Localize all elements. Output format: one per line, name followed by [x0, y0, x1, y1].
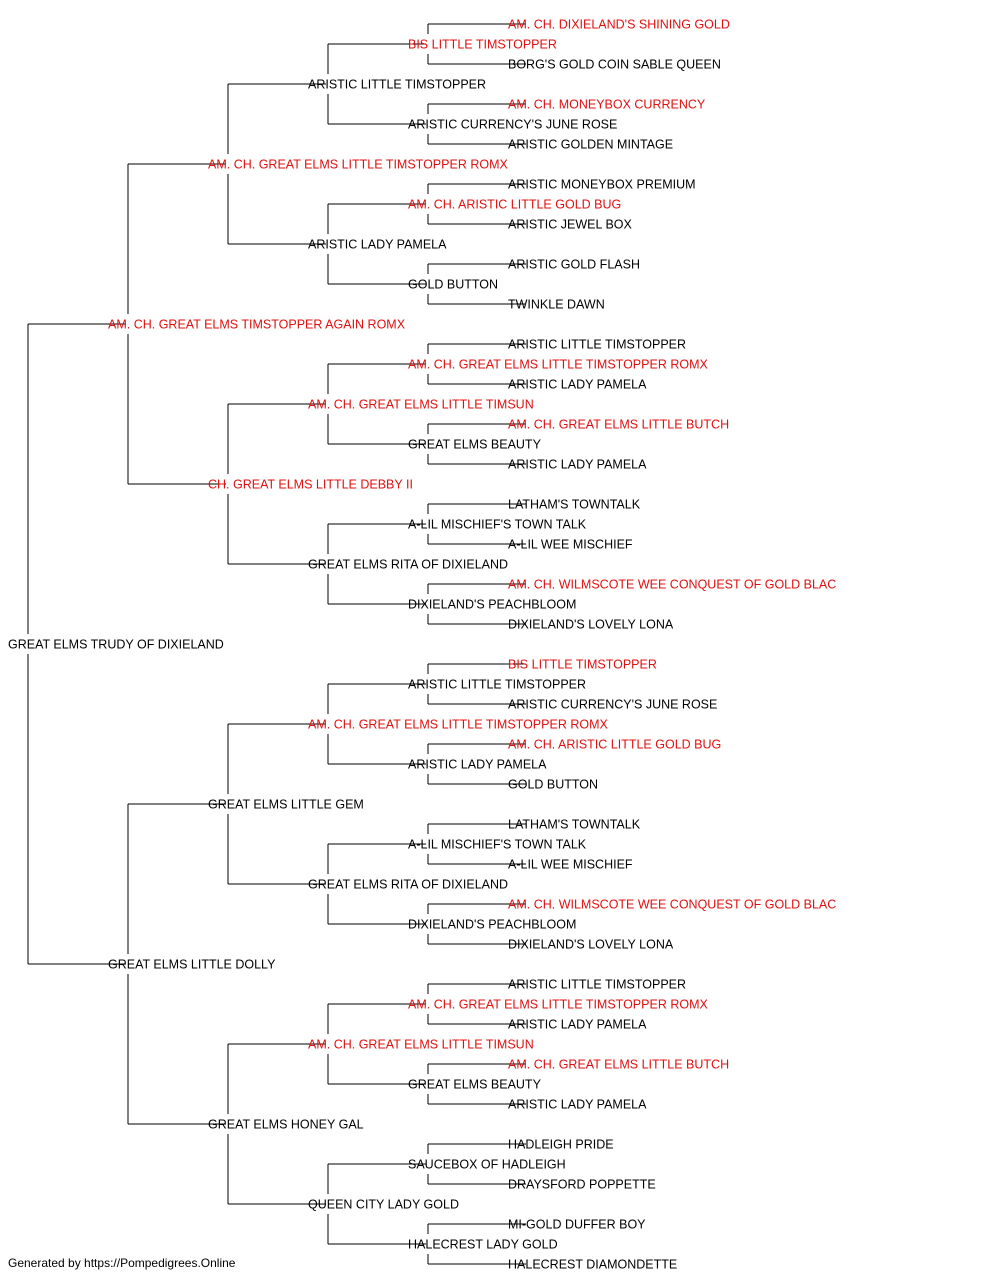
- pedigree-dog-pedigree.sire.sire.sire.dam: ARISTIC CURRENCY'S JUNE ROSE: [408, 118, 617, 132]
- pedigree-dog-pedigree.dam.sire.sire.sire.dam: ARISTIC CURRENCY'S JUNE ROSE: [508, 698, 717, 712]
- pedigree-dog-pedigree.sire.dam.dam.sire.sire: LATHAM'S TOWNTALK: [508, 498, 641, 512]
- pedigree-dog-pedigree.dam.sire.dam.sire: A-LIL MISCHIEF'S TOWN TALK: [408, 838, 587, 852]
- pedigree-dog-pedigree.dam.dam.sire.dam: GREAT ELMS BEAUTY: [408, 1078, 542, 1092]
- pedigree-dog-pedigree.dam.dam.dam: QUEEN CITY LADY GOLD: [308, 1198, 459, 1212]
- pedigree-dog-pedigree.dam.sire.sire.dam: ARISTIC LADY PAMELA: [408, 758, 547, 772]
- pedigree-dog-pedigree.sire.dam.dam.dam: DIXIELAND'S PEACHBLOOM: [408, 598, 576, 612]
- pedigree-dog-pedigree.dam.dam.sire.dam.dam: ARISTIC LADY PAMELA: [508, 1098, 647, 1112]
- pedigree-dog-pedigree.dam.sire.dam.sire.sire: LATHAM'S TOWNTALK: [508, 818, 641, 832]
- pedigree-dog-pedigree.dam.dam.dam.sire.dam: DRAYSFORD POPPETTE: [508, 1178, 656, 1192]
- pedigree-dog-pedigree.sire.dam.sire.dam: GREAT ELMS BEAUTY: [408, 438, 542, 452]
- pedigree-dog-pedigree.sire.dam.dam.dam.dam: DIXIELAND'S LOVELY LONA: [508, 618, 674, 632]
- pedigree-dog-pedigree.sire.sire.sire: ARISTIC LITTLE TIMSTOPPER: [308, 78, 486, 92]
- pedigree-dog-pedigree.dam.sire.sire: AM. CH. GREAT ELMS LITTLE TIMSTOPPER ROM…: [308, 718, 608, 732]
- pedigree-dog-pedigree.dam.dam.dam.sire.sire: HADLEIGH PRIDE: [508, 1138, 614, 1152]
- pedigree-dog-pedigree.dam.dam.sire.sire.dam: ARISTIC LADY PAMELA: [508, 1018, 647, 1032]
- pedigree-dog-pedigree.dam.dam.sire: AM. CH. GREAT ELMS LITTLE TIMSUN: [308, 1038, 534, 1052]
- pedigree-dog-pedigree.dam.dam.dam.dam: HALECREST LADY GOLD: [408, 1238, 558, 1252]
- pedigree-dog-pedigree.sire.dam.dam.dam.sire: AM. CH. WILMSCOTE WEE CONQUEST OF GOLD B…: [508, 578, 836, 592]
- pedigree-dog-pedigree.sire.dam.dam: GREAT ELMS RITA OF DIXIELAND: [308, 558, 508, 572]
- pedigree-dog-pedigree.dam: GREAT ELMS LITTLE DOLLY: [108, 958, 276, 972]
- pedigree-dog-pedigree.sire.dam.dam.sire: A-LIL MISCHIEF'S TOWN TALK: [408, 518, 587, 532]
- pedigree-dog-pedigree.sire: AM. CH. GREAT ELMS TIMSTOPPER AGAIN ROMX: [108, 318, 406, 332]
- pedigree-dog-pedigree.sire.sire.dam.sire: AM. CH. ARISTIC LITTLE GOLD BUG: [408, 198, 621, 212]
- pedigree-dog-pedigree.sire.dam.sire.dam.sire: AM. CH. GREAT ELMS LITTLE BUTCH: [508, 418, 729, 432]
- pedigree-dog-pedigree.dam.sire.dam.dam: DIXIELAND'S PEACHBLOOM: [408, 918, 576, 932]
- pedigree-dog-pedigree.sire.dam.sire.sire.dam: ARISTIC LADY PAMELA: [508, 378, 647, 392]
- pedigree-dog-pedigree.sire.sire.dam.sire.sire: ARISTIC MONEYBOX PREMIUM: [508, 178, 696, 192]
- pedigree-dog-pedigree.dam.dam.dam.sire: SAUCEBOX OF HADLEIGH: [408, 1158, 566, 1172]
- pedigree-dog-pedigree.sire.dam.sire.dam.dam: ARISTIC LADY PAMELA: [508, 458, 647, 472]
- pedigree-dog-pedigree.dam.sire.dam.dam.dam: DIXIELAND'S LOVELY LONA: [508, 938, 674, 952]
- pedigree-dog-pedigree.sire.sire.dam.sire.dam: ARISTIC JEWEL BOX: [508, 218, 633, 232]
- pedigree-dog-pedigree.dam.sire.sire.sire.sire: BIS LITTLE TIMSTOPPER: [508, 658, 657, 672]
- pedigree-dog-pedigree.sire.dam.sire.sire: AM. CH. GREAT ELMS LITTLE TIMSTOPPER ROM…: [408, 358, 708, 372]
- pedigree-dog-pedigree.sire.sire.sire.dam.sire: AM. CH. MONEYBOX CURRENCY: [508, 98, 706, 112]
- pedigree-dog-pedigree.dam.sire: GREAT ELMS LITTLE GEM: [208, 798, 364, 812]
- pedigree-dog-pedigree.dam.dam.dam.dam.dam: HALECREST DIAMONDETTE: [508, 1258, 677, 1272]
- pedigree-dog-pedigree.sire.sire.dam.dam.dam: TWINKLE DAWN: [508, 298, 605, 312]
- pedigree-dog-pedigree.sire.sire.sire.dam.dam: ARISTIC GOLDEN MINTAGE: [508, 138, 673, 152]
- pedigree-dog-pedigree.dam.sire.sire.dam.sire: AM. CH. ARISTIC LITTLE GOLD BUG: [508, 738, 721, 752]
- pedigree-dog-pedigree.dam.dam.sire.sire: AM. CH. GREAT ELMS LITTLE TIMSTOPPER ROM…: [408, 998, 708, 1012]
- pedigree-dog-pedigree.sire.sire.dam.dam.sire: ARISTIC GOLD FLASH: [508, 258, 640, 272]
- pedigree-dog-pedigree.sire.dam: CH. GREAT ELMS LITTLE DEBBY II: [208, 478, 413, 492]
- pedigree-dog-pedigree.dam.sire.sire.sire: ARISTIC LITTLE TIMSTOPPER: [408, 678, 586, 692]
- pedigree-dog-pedigree.sire.dam.dam.sire.dam: A-LIL WEE MISCHIEF: [508, 538, 633, 552]
- pedigree-dog-pedigree: GREAT ELMS TRUDY OF DIXIELAND: [8, 638, 224, 652]
- pedigree-dog-pedigree.sire.sire.dam.dam: GOLD BUTTON: [408, 278, 498, 292]
- pedigree-dog-pedigree.sire.sire.dam: ARISTIC LADY PAMELA: [308, 238, 447, 252]
- pedigree-dog-pedigree.dam.sire.dam.dam.sire: AM. CH. WILMSCOTE WEE CONQUEST OF GOLD B…: [508, 898, 836, 912]
- pedigree-dog-pedigree.dam.sire.sire.dam.dam: GOLD BUTTON: [508, 778, 598, 792]
- pedigree-dog-pedigree.sire.sire.sire.sire.sire: AM. CH. DIXIELAND'S SHINING GOLD: [508, 18, 730, 32]
- pedigree-dog-pedigree.dam.dam.dam.dam.sire: MI-GOLD DUFFER BOY: [508, 1218, 646, 1232]
- pedigree-dog-pedigree.dam.sire.dam.sire.dam: A-LIL WEE MISCHIEF: [508, 858, 633, 872]
- pedigree-dog-pedigree.sire.sire.sire.sire: BIS LITTLE TIMSTOPPER: [408, 38, 557, 52]
- footer-credit: Generated by https://Pompedigrees.Online: [8, 1256, 236, 1270]
- pedigree-dog-pedigree.dam.dam: GREAT ELMS HONEY GAL: [208, 1118, 364, 1132]
- pedigree-dog-pedigree.dam.dam.sire.dam.sire: AM. CH. GREAT ELMS LITTLE BUTCH: [508, 1058, 729, 1072]
- pedigree-dog-pedigree.sire.dam.sire: AM. CH. GREAT ELMS LITTLE TIMSUN: [308, 398, 534, 412]
- pedigree-dog-pedigree.dam.sire.dam: GREAT ELMS RITA OF DIXIELAND: [308, 878, 508, 892]
- pedigree-dog-pedigree.dam.dam.sire.sire.sire: ARISTIC LITTLE TIMSTOPPER: [508, 978, 686, 992]
- pedigree-dog-pedigree.sire.dam.sire.sire.sire: ARISTIC LITTLE TIMSTOPPER: [508, 338, 686, 352]
- pedigree-dog-pedigree.sire.sire: AM. CH. GREAT ELMS LITTLE TIMSTOPPER ROM…: [208, 158, 508, 172]
- pedigree-dog-pedigree.sire.sire.sire.sire.dam: BORG'S GOLD COIN SABLE QUEEN: [508, 58, 721, 72]
